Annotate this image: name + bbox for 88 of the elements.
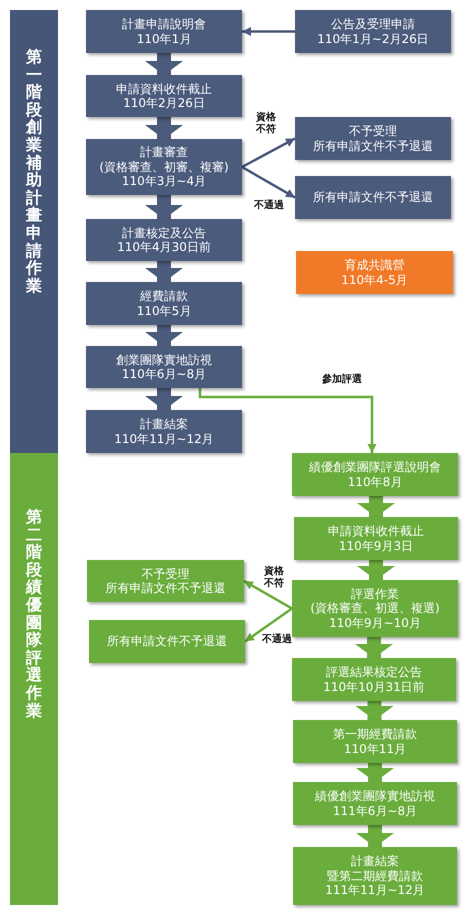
arrow — [198, 388, 376, 453]
box-text: 計畫核定及公告 — [122, 226, 206, 240]
process-box — [295, 176, 451, 219]
process-box — [86, 10, 242, 53]
phase-title: 第二階段績優團隊評選作業 — [26, 508, 42, 720]
box-text: 110年11月 — [344, 742, 406, 756]
process-box — [294, 517, 458, 560]
block-arrow — [145, 388, 183, 410]
process-box — [89, 620, 245, 663]
block-arrow — [356, 763, 394, 782]
process-box — [293, 782, 457, 825]
process-box — [86, 75, 242, 117]
box-text: 暨第二期經費請款 — [327, 868, 423, 884]
process-box — [292, 580, 458, 637]
edge-label: 不通過 — [254, 200, 284, 212]
box-text: 不予受理 — [142, 566, 190, 581]
block-arrow — [355, 637, 393, 658]
block-arrow — [357, 560, 395, 580]
process-box — [87, 560, 244, 602]
block-arrow — [145, 261, 183, 282]
arrow — [242, 27, 295, 36]
box-text: 第一期經費請款 — [333, 727, 417, 742]
box-text: 計畫結案 — [140, 417, 188, 432]
box-text: 110年3月~4月 — [122, 174, 206, 189]
arrow — [244, 607, 293, 643]
box-text: 所有申請文件不予退還 — [106, 581, 226, 596]
block-arrow — [357, 496, 395, 517]
block-arrow — [145, 325, 183, 346]
box-text: 創業團隊實地訪視 — [116, 352, 212, 367]
box-text: 評選結果核定公告 — [326, 665, 422, 680]
process-box — [292, 453, 458, 496]
process-box — [86, 139, 242, 195]
box-text: 評選作業 — [351, 586, 399, 602]
box-text: 111年6月~8月 — [332, 804, 418, 818]
box-text: 經費請款 — [140, 289, 188, 304]
edge-label: 參加評選 — [322, 374, 362, 386]
box-text: 育成共識營 — [344, 258, 404, 272]
block-arrow — [356, 701, 394, 720]
box-text: 計畫結案 — [351, 854, 399, 869]
process-box — [86, 346, 242, 388]
edge-label: 不通過 — [262, 634, 292, 646]
arrow — [241, 166, 296, 199]
box-text: 110年2月26日 — [123, 96, 205, 110]
box-text: 所有申請文件不予退還 — [107, 634, 227, 649]
box-text: 110年4-5月 — [341, 272, 408, 287]
block-arrow — [356, 825, 394, 847]
block-arrow — [145, 53, 183, 75]
box-text: 110年9月~10月 — [329, 616, 421, 630]
process-box — [293, 847, 457, 905]
box-text: 110年8月 — [348, 474, 402, 489]
box-text: 110年5月 — [136, 304, 192, 318]
box-text: 所有申請文件不予退還 — [313, 138, 433, 153]
block-arrow — [145, 117, 183, 139]
arrow — [241, 137, 296, 168]
phase-band — [10, 10, 58, 453]
process-box — [295, 10, 451, 53]
box-text: 績優創業團隊實地訪視 — [315, 789, 435, 804]
process-box — [292, 658, 456, 701]
box-text: 111年11月~12月 — [325, 883, 425, 898]
block-arrow — [145, 195, 183, 219]
process-box — [86, 219, 242, 261]
box-text: 110年1月 — [136, 32, 192, 46]
phase-title: 第一階段創業補助計畫申請作業 — [26, 48, 42, 294]
process-box — [86, 410, 242, 453]
box-text: 110年11月~12月 — [114, 432, 214, 446]
arrow — [243, 580, 293, 610]
box-text: (資格審查、初審、複審) — [99, 160, 229, 174]
process-box — [296, 251, 453, 294]
box-text: (資格審查、初選、複選) — [310, 601, 440, 616]
edge-label: 資格不符 — [256, 112, 277, 135]
phase-band — [10, 453, 58, 905]
box-text: 不予受理 — [349, 124, 397, 138]
edge-label: 資格不符 — [264, 566, 285, 589]
box-text: 所有申請文件不予退還 — [313, 190, 433, 205]
process-box — [295, 117, 451, 160]
process-box — [86, 282, 242, 325]
box-text: 110年6月~8月 — [122, 367, 206, 382]
box-text: 計畫申請說明會 — [122, 17, 206, 32]
box-text: 績優創業團隊評選說明會 — [309, 460, 441, 474]
process-box — [293, 720, 457, 763]
box-text: 計畫審查 — [140, 145, 188, 160]
box-text: 申請資料收件截止 — [328, 524, 424, 538]
box-text: 110年10月31日前 — [323, 680, 425, 694]
box-text: 公告及受理申請 — [331, 17, 415, 32]
box-text: 110年4月30日前 — [117, 240, 211, 254]
box-text: 申請資料收件截止 — [116, 82, 212, 96]
box-text: 110年9月3日 — [338, 538, 414, 553]
box-text: 110年1月~2月26日 — [317, 32, 429, 46]
